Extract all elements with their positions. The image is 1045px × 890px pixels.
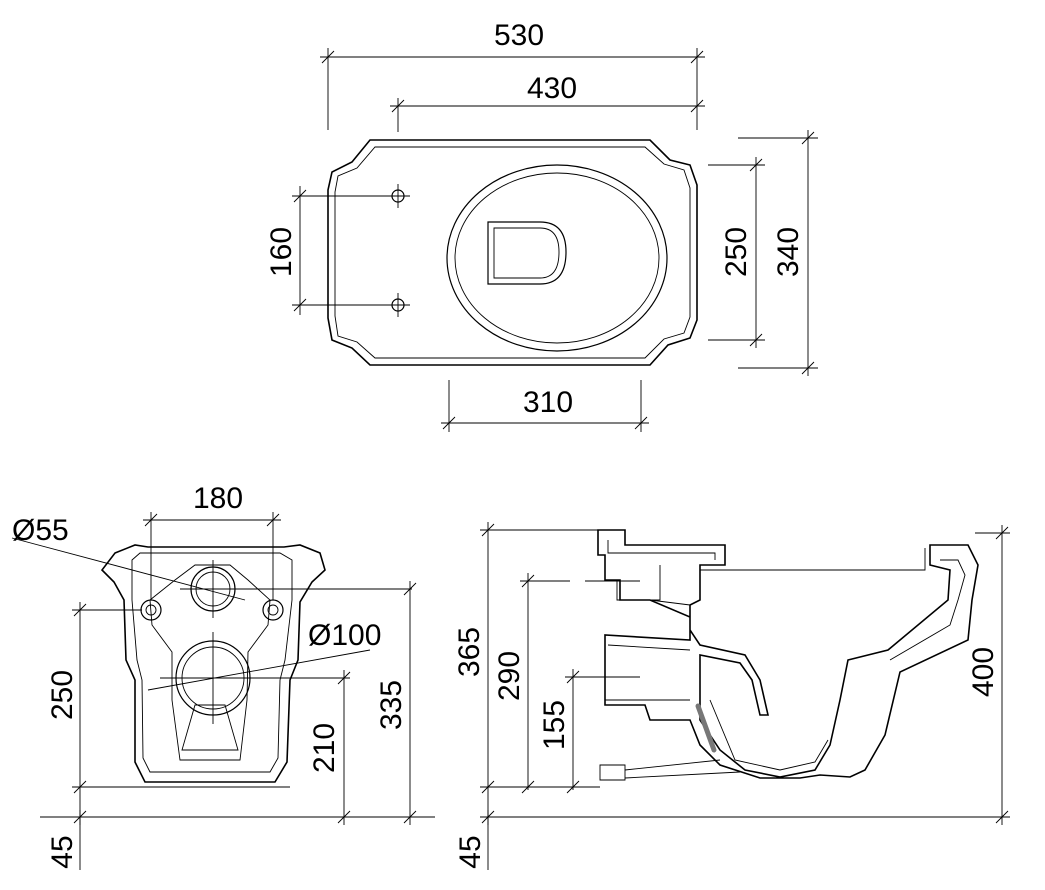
dim-210-label: 210 xyxy=(308,723,341,773)
dim-290: 290 xyxy=(493,573,640,790)
dim-155: 155 xyxy=(538,669,640,790)
dim-160-label: 160 xyxy=(265,227,298,277)
floor-rear: 45 xyxy=(40,780,435,870)
side-outline xyxy=(597,529,979,781)
dim-250-rear-label: 250 xyxy=(46,670,79,720)
dim-365-label: 365 xyxy=(453,627,486,677)
dim-310: 310 xyxy=(441,380,649,432)
dim-45-rear-label: 45 xyxy=(46,835,79,868)
toilet-top-outline xyxy=(327,139,698,366)
dim-155-label: 155 xyxy=(538,700,571,750)
dim-335: 335 xyxy=(375,581,417,825)
outlet-circle xyxy=(147,632,371,724)
dim-340: 340 xyxy=(738,130,818,376)
rear-view: 180 Ø55 Ø100 250 210 335 xyxy=(11,482,435,870)
flush-pipe xyxy=(695,703,717,753)
dim-160: 160 xyxy=(265,186,390,315)
dim-400: 400 xyxy=(967,525,1010,825)
dim-310-label: 310 xyxy=(523,386,573,419)
bowl-opening xyxy=(446,164,668,352)
side-view: 365 290 155 400 xyxy=(453,522,1010,870)
dim-o100: Ø100 xyxy=(308,619,381,652)
dim-290-label: 290 xyxy=(493,651,526,701)
inlet-circle xyxy=(180,560,412,618)
dim-365: 365 xyxy=(453,522,598,825)
dim-430-label: 430 xyxy=(527,72,577,105)
floor-side: 45 xyxy=(454,780,1010,870)
dim-210: 210 xyxy=(308,670,351,825)
dim-530: 530 xyxy=(320,19,705,130)
dim-400-label: 400 xyxy=(967,647,1000,697)
dim-45-side-label: 45 xyxy=(454,835,487,868)
dim-335-label: 335 xyxy=(375,680,408,730)
dim-o55-label: Ø55 xyxy=(12,514,69,547)
dim-250-rear: 250 xyxy=(46,602,142,825)
dim-180-label: 180 xyxy=(193,482,243,515)
rear-outline xyxy=(100,544,326,783)
dim-430: 430 xyxy=(390,72,705,132)
dim-o55: Ø55 xyxy=(11,514,246,601)
dim-250-top: 250 xyxy=(708,157,765,348)
top-view: 530 430 160 250 xyxy=(265,19,818,432)
dim-o100-label: Ø100 xyxy=(308,619,381,652)
dim-530-label: 530 xyxy=(494,19,544,52)
dim-250-top-label: 250 xyxy=(720,227,753,277)
dim-180: 180 xyxy=(143,482,281,600)
dim-340-label: 340 xyxy=(772,227,805,277)
